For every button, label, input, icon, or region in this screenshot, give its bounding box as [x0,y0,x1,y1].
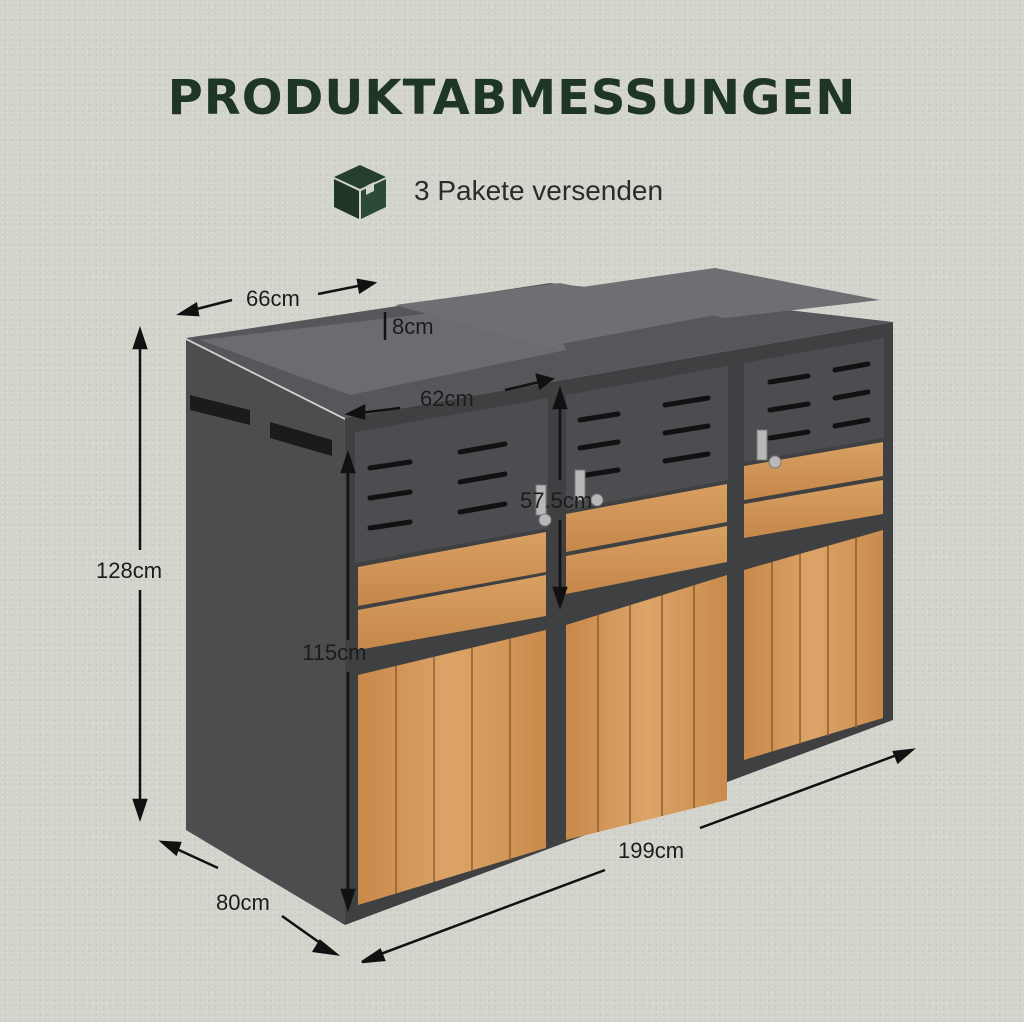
dimension-inner-width: 62cm [420,386,474,411]
dimension-top-width: 66cm [246,286,300,311]
dimension-lid-rim: 8cm [392,314,434,339]
dimension-depth: 80cm [216,890,270,915]
dimension-total-height: 128cm [96,558,163,583]
dimension-total-width: 199cm [618,838,685,863]
dimension-front-height: 115cm [302,640,367,665]
dimension-door-height: 57.5cm [520,488,593,513]
page-title: PRODUKTABMESSUNGEN [167,70,857,126]
package-note: 3 Pakete versenden [330,160,663,222]
package-box-icon [334,165,386,219]
package-note-text: 3 Pakete versenden [414,175,664,206]
